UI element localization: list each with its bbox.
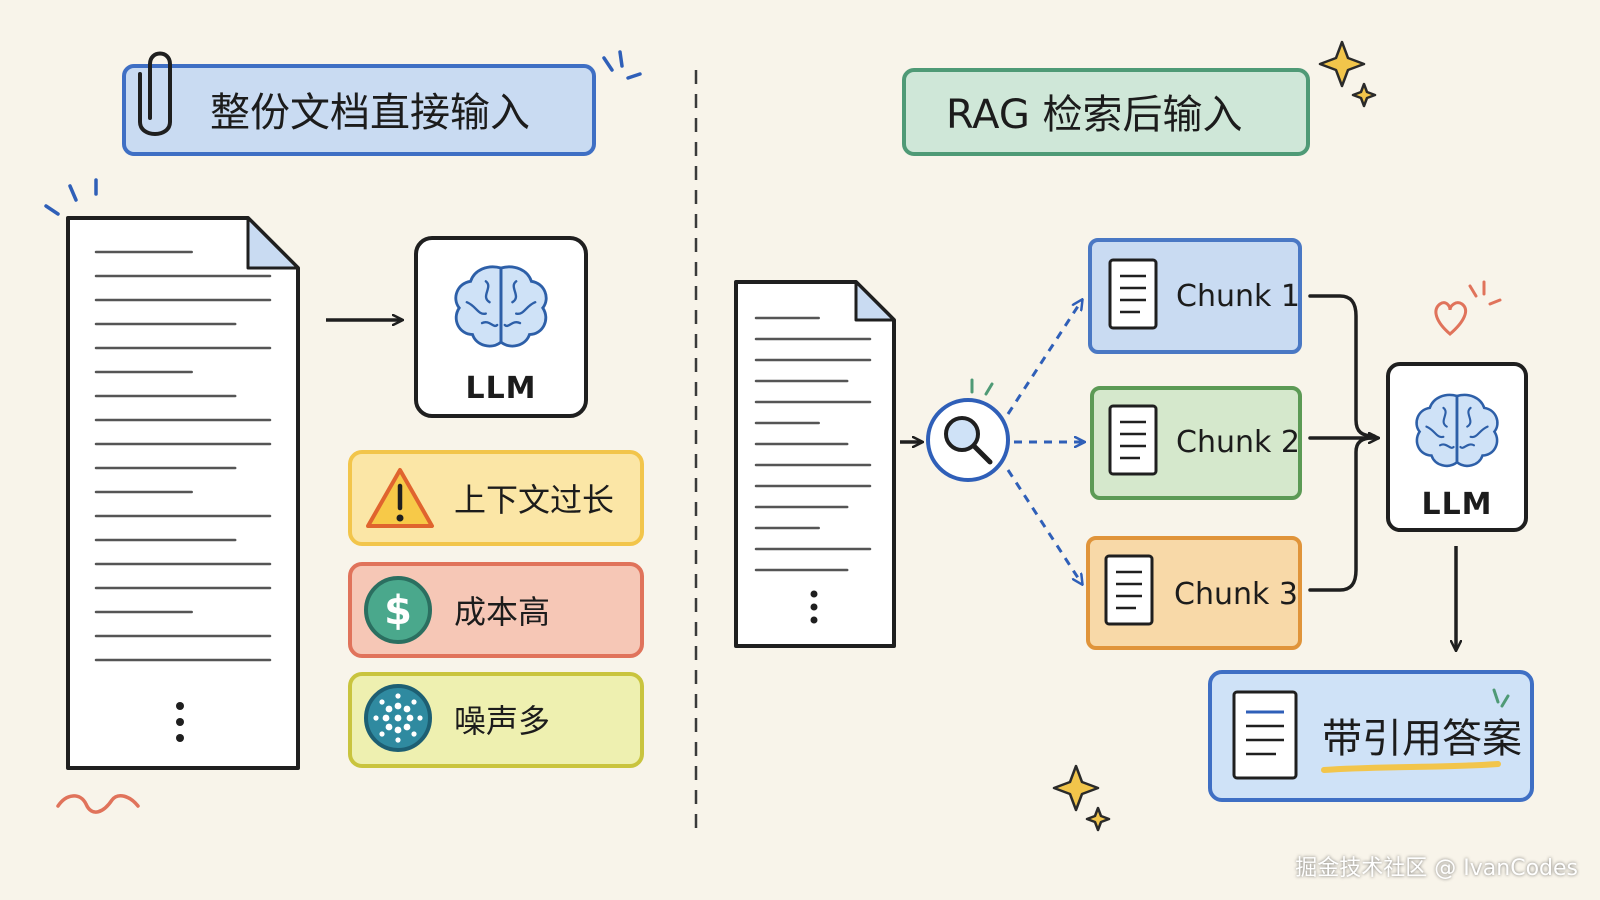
- noise-dot: [382, 714, 390, 722]
- answer-label: 带引用答案: [1322, 716, 1522, 762]
- left-title-banner: 整份文档直接输入: [122, 64, 596, 156]
- retrieval-arrows: [1006, 300, 1084, 584]
- noise-dot: [403, 705, 411, 713]
- chunk-card-2: Chunk 2: [1090, 386, 1302, 500]
- full-document-icon: [66, 216, 300, 770]
- noise-dot: [395, 693, 401, 699]
- spark-lines-decoration: [44, 50, 642, 216]
- chunk-label-2: Chunk 2: [1176, 425, 1300, 460]
- answer-card: 带引用答案: [1208, 670, 1534, 802]
- warning-icon: [366, 468, 434, 528]
- chunk-card-3: Chunk 3: [1086, 536, 1302, 650]
- issue-label-2: 成本高: [454, 593, 550, 631]
- right-title-banner: RAG 检索后输入: [902, 68, 1310, 156]
- issue-card-high-cost: $ 成本高: [348, 562, 644, 658]
- noise-dot: [394, 702, 402, 710]
- watermark: 掘金技术社区 @ IvanCodes: [1295, 856, 1578, 881]
- noise-dot: [379, 731, 385, 737]
- noise-dot: [385, 705, 393, 713]
- noise-dot: [395, 737, 401, 743]
- issue-label-3: 噪声多: [454, 702, 550, 740]
- heart-icon: [1434, 280, 1502, 336]
- chunk-label-1: Chunk 1: [1176, 279, 1300, 314]
- issue-label-1: 上下文过长: [454, 481, 614, 519]
- svg-text:$: $: [384, 588, 412, 634]
- sparkle-icon: [1052, 40, 1377, 832]
- left-llm-box: LLM: [414, 236, 588, 418]
- noise-dot: [406, 714, 414, 722]
- left-title: 整份文档直接输入: [210, 90, 530, 136]
- noise-dot: [403, 723, 411, 731]
- right-llm-box: LLM: [1386, 362, 1528, 532]
- noise-dot: [373, 715, 379, 721]
- noise-dot: [394, 726, 402, 734]
- issue-card-noisy: 噪声多: [348, 672, 644, 768]
- noise-dot: [379, 699, 385, 705]
- chunk-label-3: Chunk 3: [1174, 577, 1298, 612]
- answer-doc-icon: [1232, 690, 1298, 780]
- issue-card-context-too-long: 上下文过长: [348, 450, 644, 546]
- right-llm-label: LLM: [1421, 487, 1492, 522]
- chunk-doc-icon: [1104, 554, 1154, 626]
- noise-dot: [411, 731, 417, 737]
- chunk-card-1: Chunk 1: [1088, 238, 1302, 354]
- squiggle-decoration: [56, 794, 140, 814]
- paperclip-icon: [138, 51, 172, 136]
- dollar-coin-icon: $: [364, 576, 432, 644]
- right-title: RAG 检索后输入: [946, 92, 1243, 138]
- highlight-underline: [1321, 761, 1501, 773]
- source-document-icon: [734, 280, 896, 648]
- left-llm-label: LLM: [465, 371, 536, 406]
- chunk-doc-icon: [1108, 258, 1158, 330]
- chunk-doc-icon: [1108, 404, 1158, 476]
- noise-dot: [417, 715, 423, 721]
- noise-dots-icon: [364, 684, 432, 752]
- search-icon: [926, 378, 1010, 482]
- chunks-to-llm-connector: [1308, 294, 1378, 592]
- noise-dot: [394, 714, 402, 722]
- noise-dot: [411, 699, 417, 705]
- noise-dot: [385, 723, 393, 731]
